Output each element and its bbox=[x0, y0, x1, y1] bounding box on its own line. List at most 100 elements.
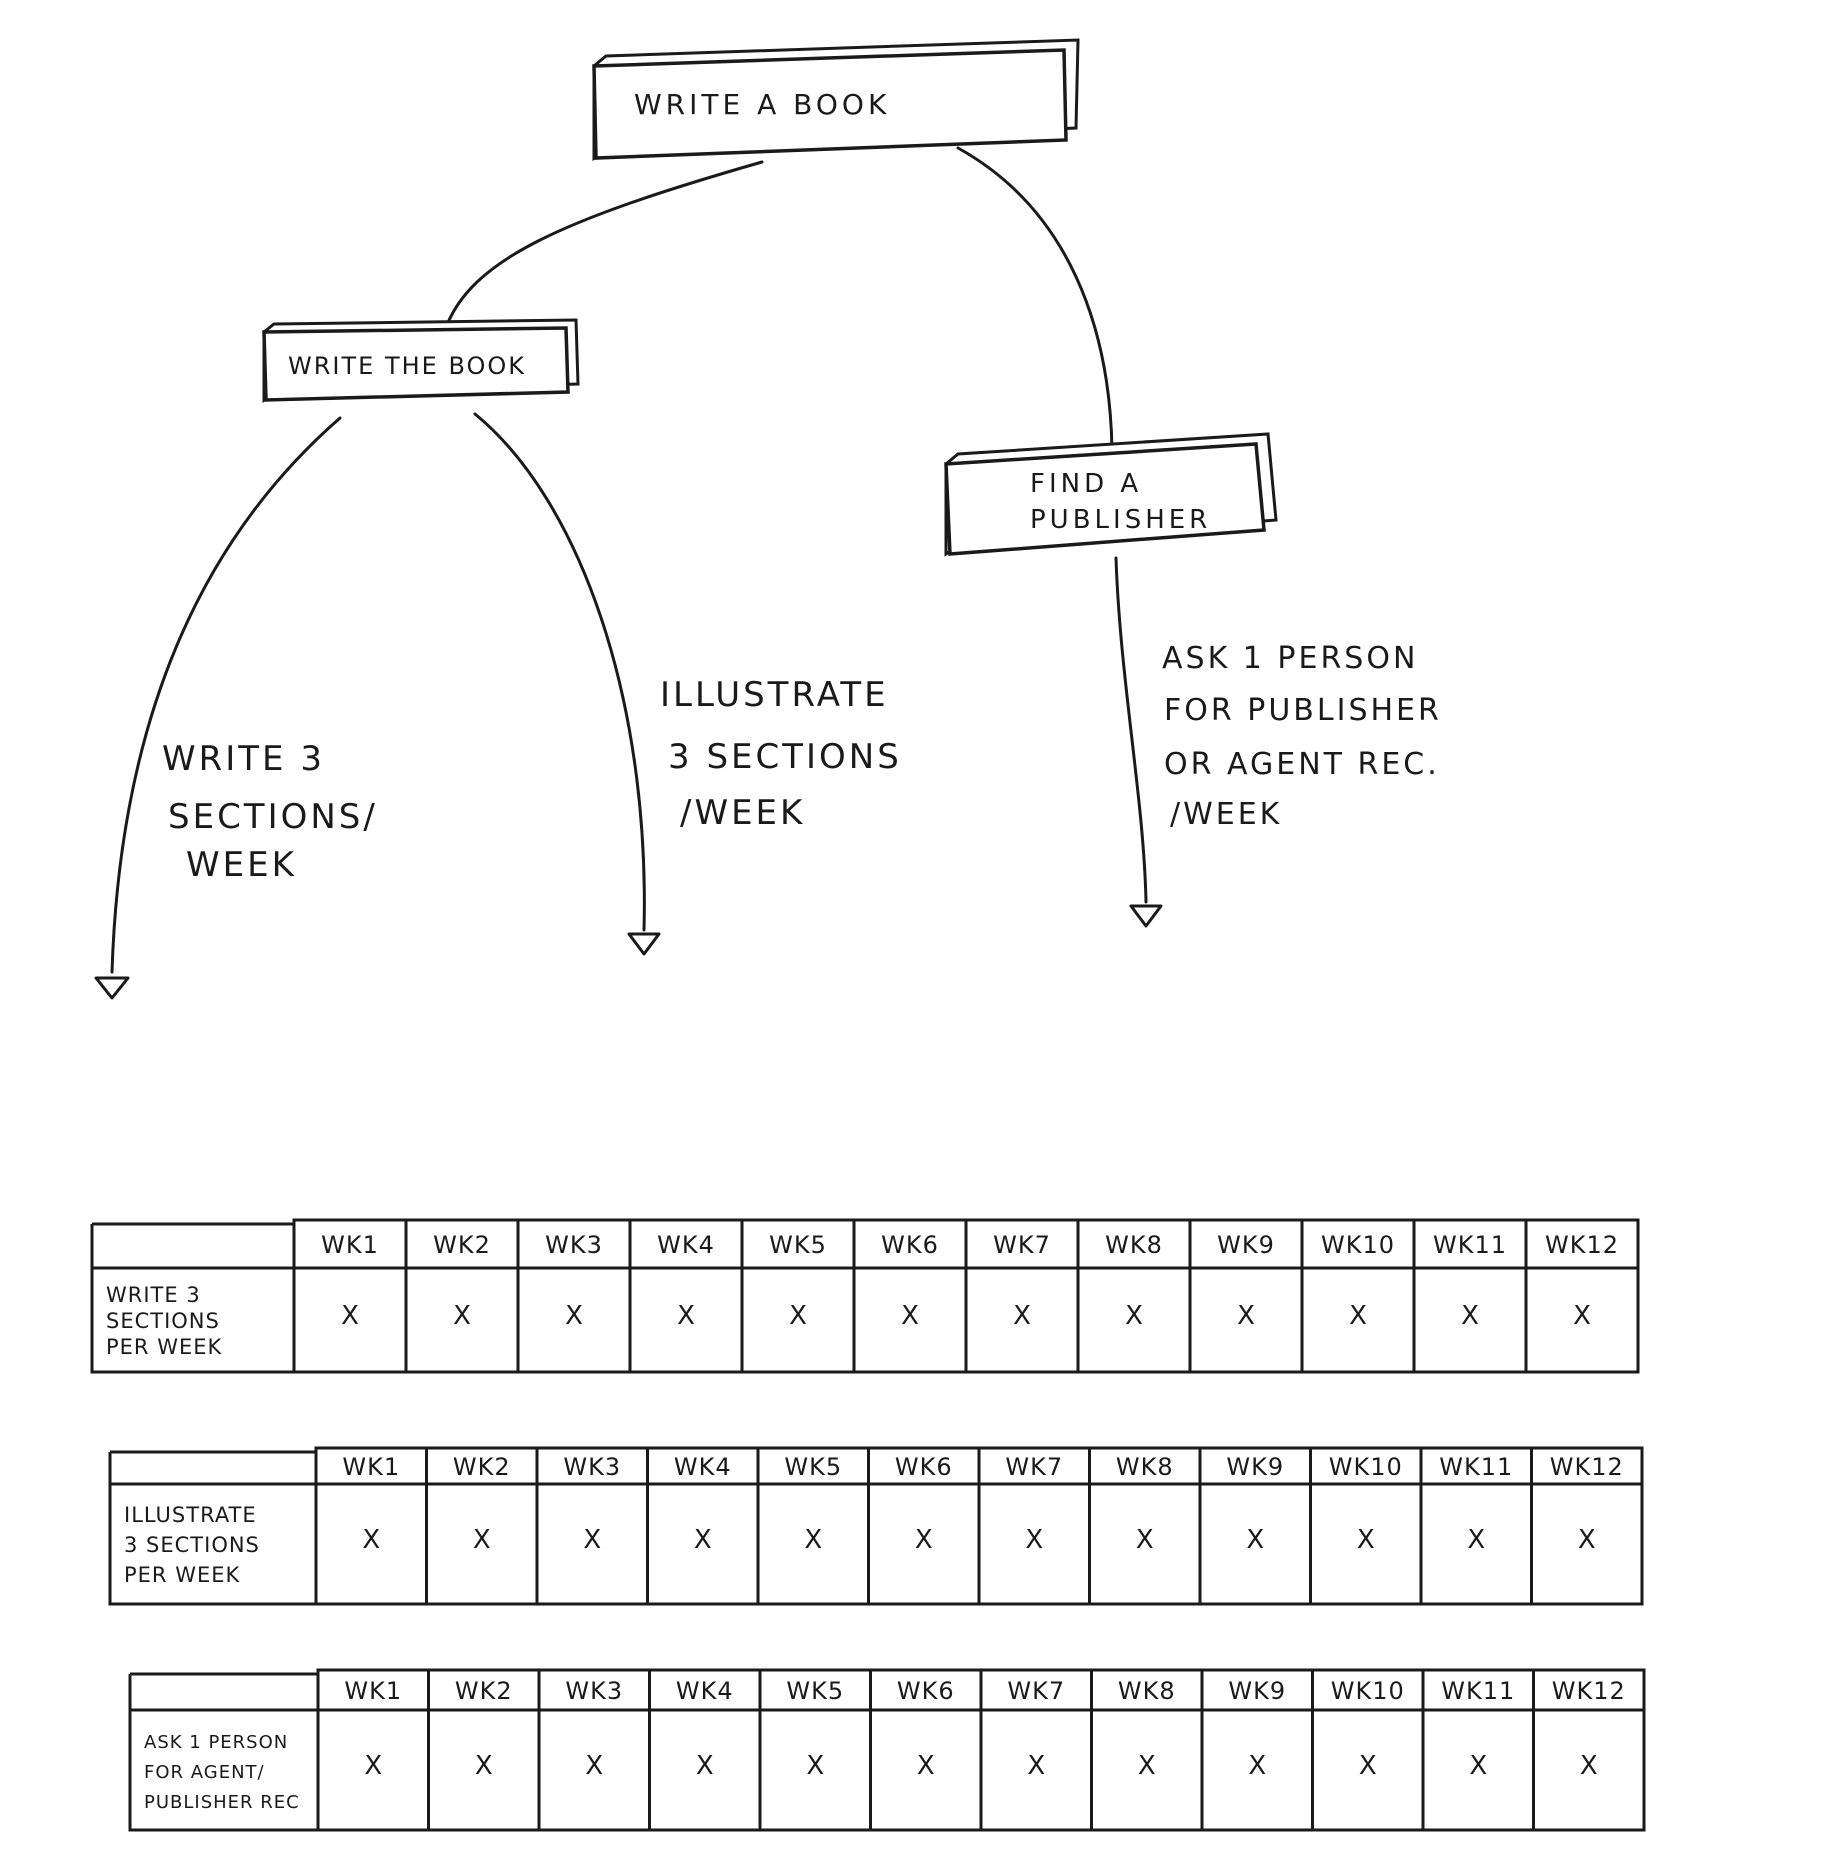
tracker-table-3-week-header: WK8 bbox=[1118, 1677, 1176, 1705]
tracker-table-1-check-mark: X bbox=[1013, 1301, 1031, 1331]
box-write-a-book-label: WRITE A BOOK bbox=[634, 88, 890, 121]
habit-label-write: WRITE 3 SECTIONS/ WEEK bbox=[162, 739, 375, 885]
tracker-table-1-week-header: WK9 bbox=[1217, 1231, 1275, 1259]
tracker-table-2-row-label: PER WEEK bbox=[124, 1563, 241, 1587]
tracker-table-3-week-header: WK10 bbox=[1331, 1677, 1405, 1705]
tracker-table-3-row-label: FOR AGENT/ bbox=[144, 1762, 265, 1783]
tracker-table-1-week-header: WK10 bbox=[1321, 1231, 1395, 1259]
habit-ask-line-2: FOR PUBLISHER bbox=[1164, 693, 1442, 728]
tracker-table-3-week-header: WK11 bbox=[1441, 1677, 1515, 1705]
tracker-table-3-check-mark: X bbox=[696, 1751, 714, 1781]
tracker-table-3-check-mark: X bbox=[1469, 1751, 1487, 1781]
tracker-table-1-row-label: SECTIONS bbox=[106, 1309, 220, 1333]
habit-write-line-1: WRITE 3 bbox=[162, 739, 325, 779]
tracker-table-2-check-mark: X bbox=[915, 1525, 933, 1555]
tracker-table-1-check-mark: X bbox=[1125, 1301, 1143, 1331]
tracker-table-1-check-mark: X bbox=[1349, 1301, 1367, 1331]
tracker-table-1-week-header: WK4 bbox=[657, 1231, 715, 1259]
tracker-table-2-week-header: WK7 bbox=[1005, 1453, 1063, 1481]
arrowhead-ask-person bbox=[1129, 904, 1163, 928]
tracker-table-1-week-header: WK2 bbox=[433, 1231, 491, 1259]
tracker-table-2-check-mark: X bbox=[362, 1525, 380, 1555]
tracker-table-3-week-header: WK3 bbox=[565, 1677, 623, 1705]
tracker-table-1-check-mark: X bbox=[901, 1301, 919, 1331]
habit-illustrate-line-3: /WEEK bbox=[680, 793, 805, 833]
tracker-table-2-week-header: WK2 bbox=[453, 1453, 511, 1481]
tracker-table-3-check-mark: X bbox=[1248, 1751, 1266, 1781]
tracker-table-3-check-mark: X bbox=[1580, 1751, 1598, 1781]
habit-write-line-3: WEEK bbox=[186, 845, 297, 885]
connector-root-to-write bbox=[443, 160, 764, 332]
tracker-table-1-row-label: WRITE 3 bbox=[106, 1283, 201, 1307]
tracker-table-2-check-mark: X bbox=[1136, 1525, 1154, 1555]
tracker-table-2-week-header: WK10 bbox=[1329, 1453, 1403, 1481]
tracker-table-2-check-mark: X bbox=[1357, 1525, 1375, 1555]
box-write-the-book-label: WRITE THE BOOK bbox=[288, 352, 526, 380]
tracker-table-2-check-mark: X bbox=[1467, 1525, 1485, 1555]
tracker-table-3-check-mark: X bbox=[475, 1751, 493, 1781]
tracker-table-3-check-mark: X bbox=[364, 1751, 382, 1781]
tracker-table-1-check-mark: X bbox=[677, 1301, 695, 1331]
arrow-line-ask-person bbox=[1114, 556, 1148, 904]
box-find-publisher-line-2: PUBLISHER bbox=[1030, 505, 1211, 535]
tracker-table-1-check-mark: X bbox=[789, 1301, 807, 1331]
arrow-line-write-sections bbox=[110, 416, 342, 974]
tracker-table-2-check-mark: X bbox=[1246, 1525, 1264, 1555]
tracker-table-3-week-header: WK4 bbox=[676, 1677, 734, 1705]
tracker-table-1-week-header: WK1 bbox=[321, 1231, 379, 1259]
tracker-table-3-week-header: WK12 bbox=[1552, 1677, 1626, 1705]
tracker-table-3-check-mark: X bbox=[1027, 1751, 1045, 1781]
habit-ask-line-4: /WEEK bbox=[1170, 797, 1282, 832]
tracker-table-3-check-mark: X bbox=[917, 1751, 935, 1781]
tracker-table-1-week-header: WK7 bbox=[993, 1231, 1051, 1259]
tracker-table-1-week-header: WK3 bbox=[545, 1231, 603, 1259]
tracker-table-2-check-mark: X bbox=[1578, 1525, 1596, 1555]
tracker-table-1-row-label: PER WEEK bbox=[106, 1335, 223, 1359]
box-write-a-book: WRITE A BOOK bbox=[592, 38, 1080, 162]
tracker-table-2-week-header: WK6 bbox=[895, 1453, 953, 1481]
tracker-table-1-check-mark: X bbox=[565, 1301, 583, 1331]
tracker-table-2-check-mark: X bbox=[583, 1525, 601, 1555]
tracker-table-3-week-header: WK1 bbox=[344, 1677, 402, 1705]
tracker-table-3-check-mark: X bbox=[1359, 1751, 1377, 1781]
box-find-publisher-line-1: FIND A bbox=[1030, 469, 1142, 499]
tracker-table-2-week-header: WK1 bbox=[342, 1453, 400, 1481]
arrowhead-write-sections bbox=[94, 976, 130, 1000]
tracker-table-1-week-header: WK12 bbox=[1545, 1231, 1619, 1259]
tracker-table-2-row-label: 3 SECTIONS bbox=[124, 1533, 260, 1557]
habit-ask-line-1: ASK 1 PERSON bbox=[1162, 641, 1418, 676]
tracker-table-1-check-mark: X bbox=[1573, 1301, 1591, 1331]
tracker-table-1-check-mark: X bbox=[453, 1301, 471, 1331]
habit-ask-line-3: OR AGENT REC. bbox=[1164, 747, 1440, 782]
arrowhead-illustrate bbox=[627, 932, 661, 956]
habit-illustrate-line-1: ILLUSTRATE bbox=[660, 675, 889, 715]
tracker-table-1-check-mark: X bbox=[1461, 1301, 1479, 1331]
tracker-table-2-check-mark: X bbox=[804, 1525, 822, 1555]
tracker-table-2-week-header: WK5 bbox=[784, 1453, 842, 1481]
tracker-table-3-check-mark: X bbox=[1138, 1751, 1156, 1781]
tracker-table-3-check-mark: X bbox=[806, 1751, 824, 1781]
box-write-the-book: WRITE THE BOOK bbox=[262, 318, 580, 404]
tracker-table-3-week-header: WK6 bbox=[897, 1677, 955, 1705]
tracker-table-2-check-mark: X bbox=[694, 1525, 712, 1555]
tracker-table-1-week-header: WK5 bbox=[769, 1231, 827, 1259]
tracker-table-2-week-header: WK8 bbox=[1116, 1453, 1174, 1481]
tracker-table-2-week-header: WK11 bbox=[1439, 1453, 1513, 1481]
tracker-table-2-week-header: WK3 bbox=[563, 1453, 621, 1481]
tracker-table-2-check-mark: X bbox=[473, 1525, 491, 1555]
habit-illustrate-line-2: 3 SECTIONS bbox=[668, 737, 902, 777]
box-find-publisher: FIND A PUBLISHER bbox=[944, 432, 1278, 557]
tracker-table-3-week-header: WK7 bbox=[1007, 1677, 1065, 1705]
tracker-table-3-check-mark: X bbox=[585, 1751, 603, 1781]
tracker-table-3-week-header: WK2 bbox=[455, 1677, 513, 1705]
tracker-table-2-check-mark: X bbox=[1025, 1525, 1043, 1555]
tracker-table-1-week-header: WK6 bbox=[881, 1231, 939, 1259]
tracker-table-3-week-header: WK9 bbox=[1228, 1677, 1286, 1705]
tracker-table-2-row-label: ILLUSTRATE bbox=[124, 1503, 257, 1527]
tracker-table-2-week-header: WK4 bbox=[674, 1453, 732, 1481]
habit-label-ask: ASK 1 PERSON FOR PUBLISHER OR AGENT REC.… bbox=[1162, 641, 1442, 832]
tracker-table-2-week-header: WK12 bbox=[1550, 1453, 1624, 1481]
